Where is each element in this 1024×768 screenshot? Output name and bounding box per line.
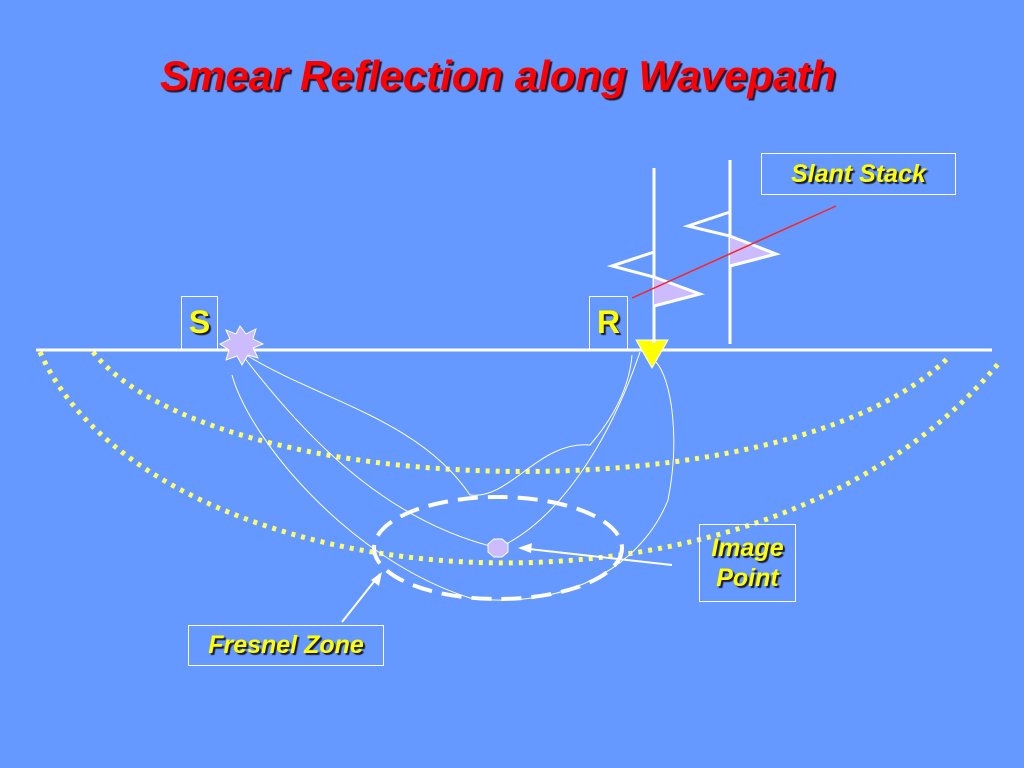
slant-stack-pointer	[631, 205, 837, 299]
fresnel-zone-label: Fresnel Zone	[188, 625, 384, 666]
fresnel-zone-ellipse	[372, 495, 624, 601]
image-point-marker	[487, 538, 509, 558]
source-burst-icon	[219, 325, 265, 366]
fresnel-zone-arrow	[341, 573, 381, 623]
slant-stack-label: Slant Stack	[761, 153, 956, 195]
receiver-triangle-icon	[635, 339, 669, 370]
image-point-arrow	[519, 547, 673, 566]
image-point-label-line1: Image	[711, 534, 784, 562]
wavepath-ray	[231, 361, 675, 601]
slide-title: Smear Reflection along Wavepath	[159, 52, 837, 99]
wavepath-ray	[497, 351, 641, 549]
receiver-label: R	[589, 296, 628, 350]
trace-1-wavelet-fill	[654, 277, 700, 306]
trace-2-wavelet	[682, 210, 781, 268]
wavepath-ray	[247, 354, 633, 496]
outer-fresnel-boundary	[37, 350, 1000, 566]
image-point-label: Image Point	[699, 524, 796, 602]
inner-fresnel-boundary	[91, 350, 950, 474]
trace-2-wavelet-fill	[730, 236, 776, 266]
trace-1-wavelet	[606, 250, 705, 308]
image-point-arrowhead	[518, 543, 532, 553]
source-label: S	[181, 296, 218, 350]
wavepath-ray	[239, 351, 499, 549]
image-point-label-line2: Point	[716, 564, 779, 592]
fresnel-zone-arrowhead	[371, 572, 382, 586]
